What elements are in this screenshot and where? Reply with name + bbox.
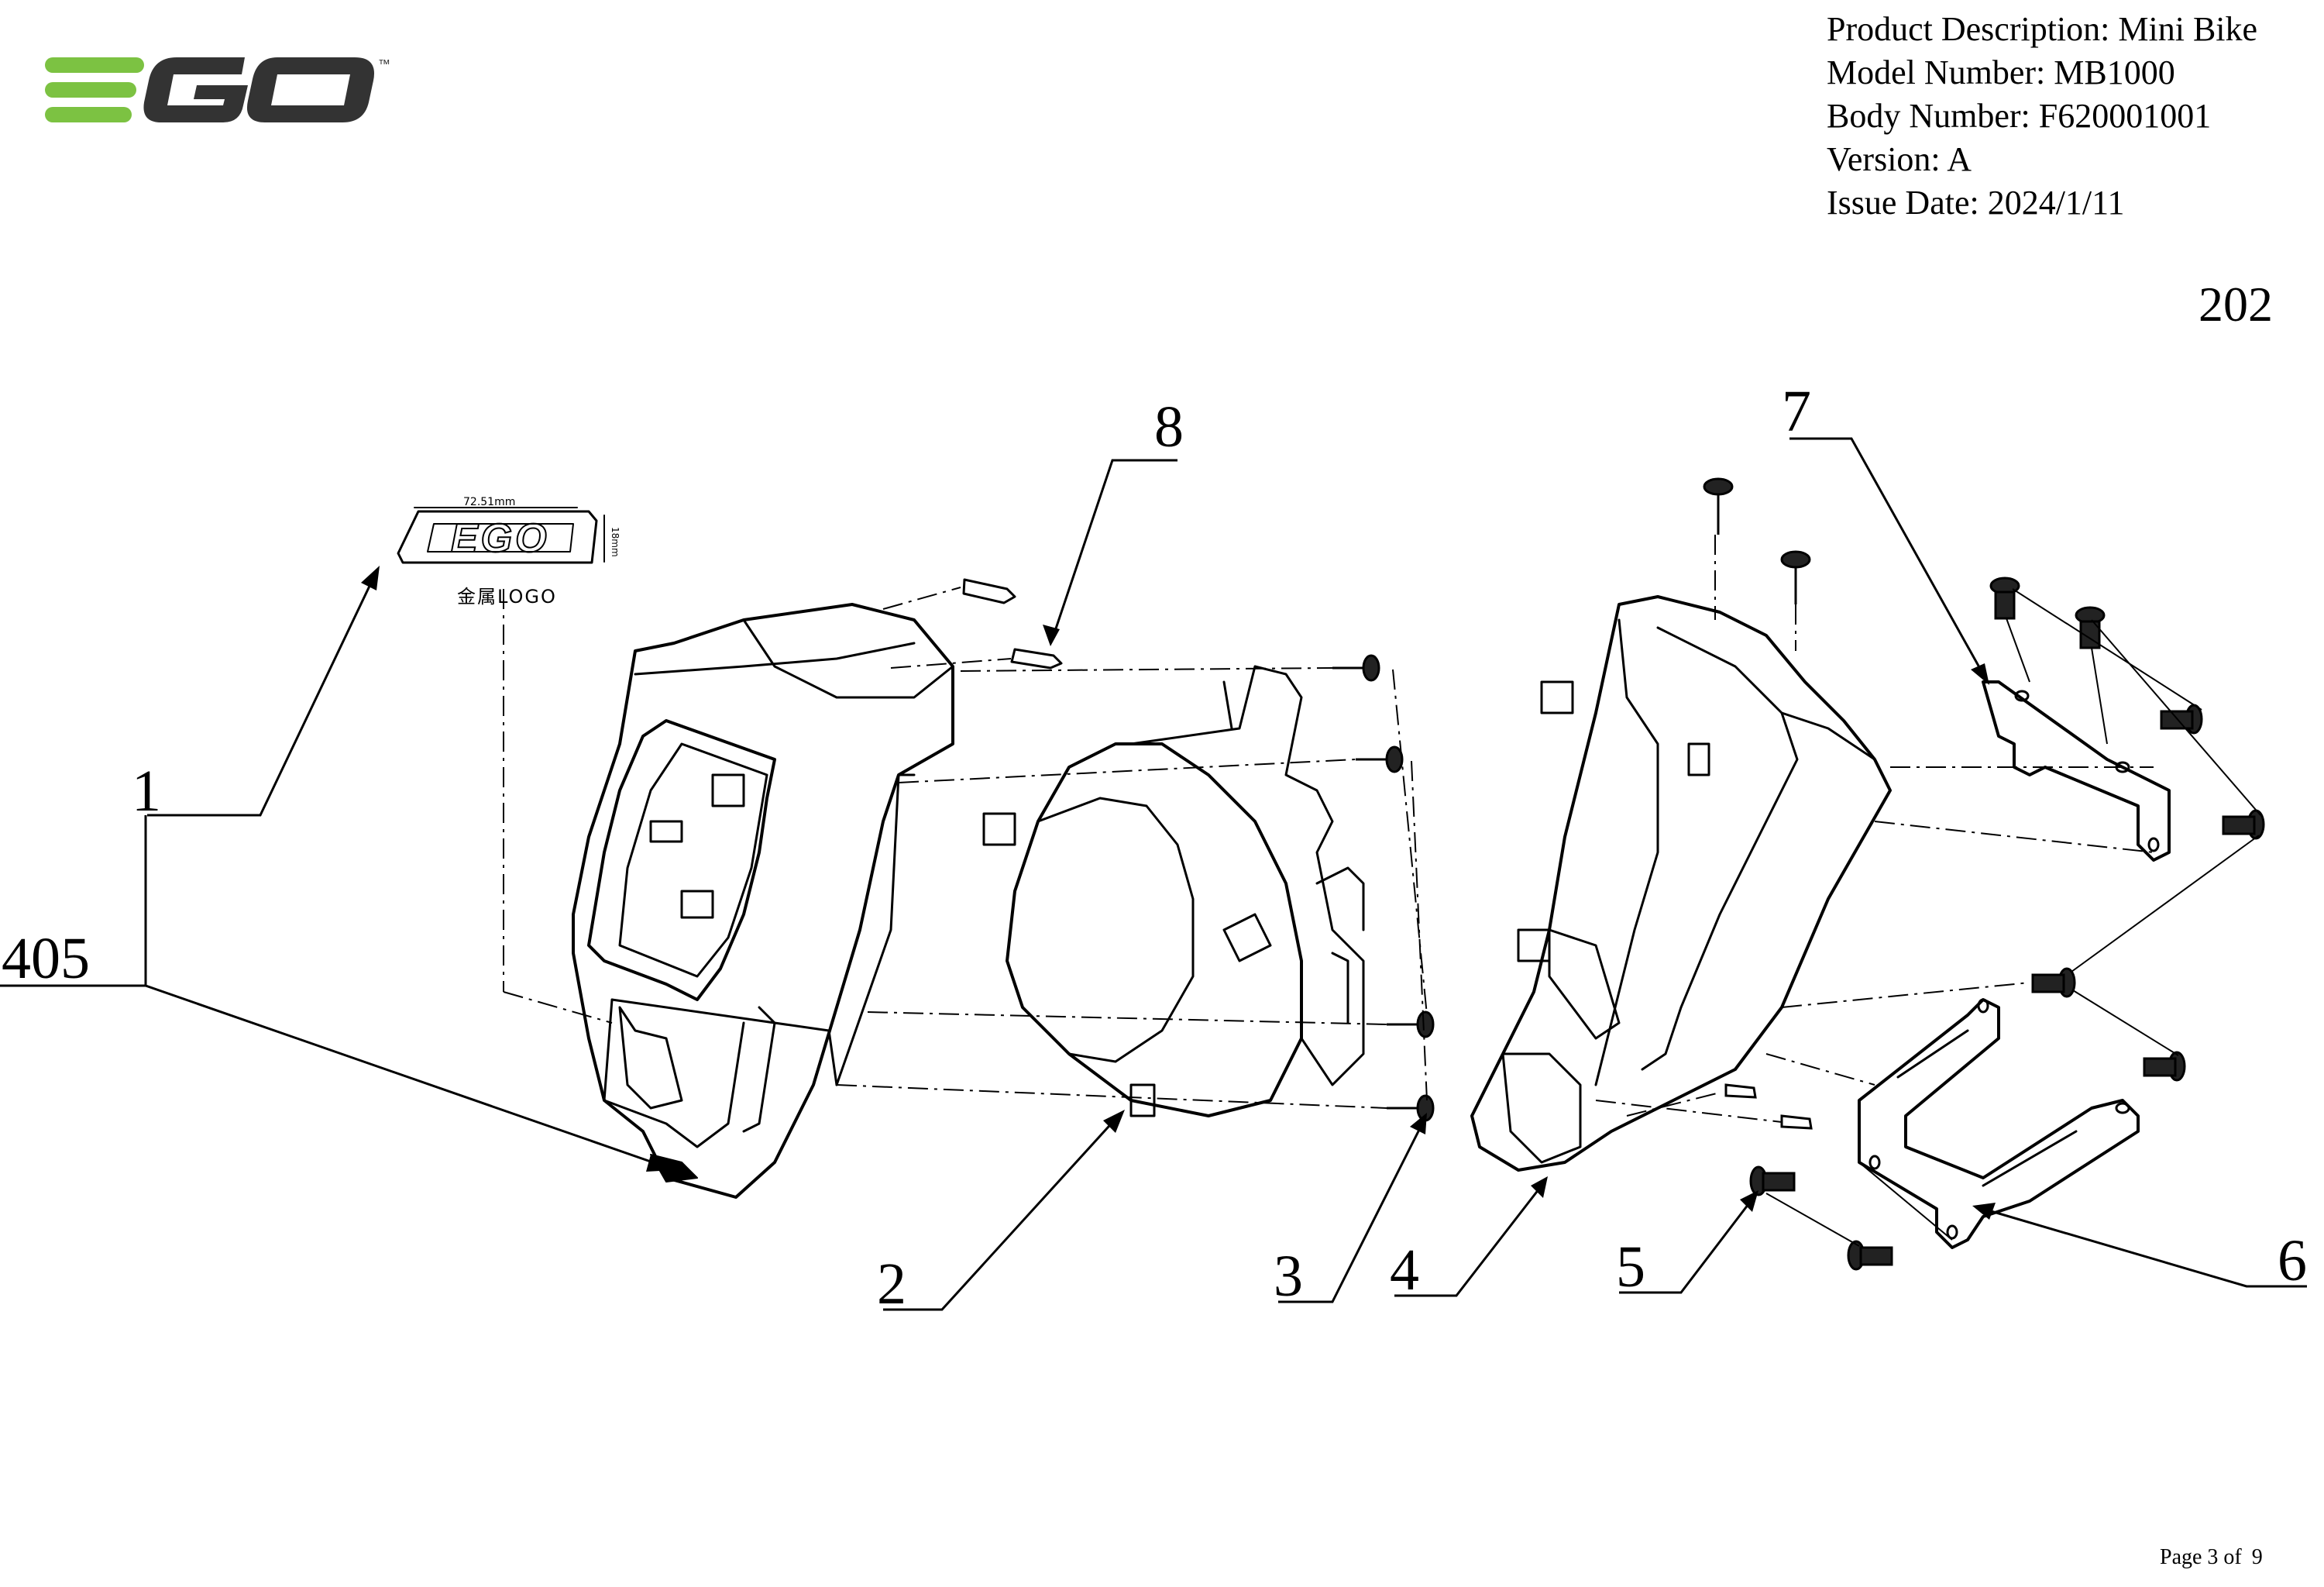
callout-6: 6: [2278, 1228, 2307, 1293]
alignment-lines: [503, 535, 2154, 1123]
screw-3c: [1387, 1010, 1435, 1038]
part-7-top-bracket: [1982, 680, 2171, 862]
leader-2: [883, 1117, 1117, 1311]
logo-e-bar-bot: [45, 107, 132, 122]
part-4-rear-housing: [1470, 595, 1892, 1172]
screw-6b: [2143, 1051, 2186, 1082]
arrowhead-3: [1410, 1113, 1427, 1134]
callout-405: 405: [2, 926, 90, 991]
arrowhead-8: [1043, 625, 1060, 646]
arrowhead-5: [1740, 1190, 1758, 1212]
callout-2: 2: [877, 1251, 906, 1317]
callout-8: 8: [1154, 394, 1184, 460]
screw-3b: [1356, 745, 1404, 773]
page-code: 202: [2199, 277, 2273, 332]
arrowhead-7: [1971, 663, 1989, 685]
leader-7: [1789, 437, 1985, 675]
leader-405: [0, 984, 667, 1169]
leader-6: [1982, 1207, 2307, 1288]
callout-7: 7: [1782, 379, 1811, 444]
screw-7a: [1989, 577, 2020, 620]
screws: [1332, 477, 2265, 1271]
leader-5: [1619, 1200, 1752, 1294]
body-number: Body Number: F620001001: [1827, 97, 2212, 135]
screw-6a: [2031, 967, 2076, 998]
screw-4a: [1703, 477, 1734, 535]
screw-7b: [2075, 606, 2106, 649]
leader-4: [1394, 1185, 1543, 1297]
part-1-front-cover: [572, 603, 954, 1199]
metal-logo-emblem: [397, 507, 605, 564]
emblem-height-dimension: 18mm: [610, 527, 621, 557]
issue-date: Issue Date: 2024/1/11: [1827, 184, 2125, 222]
callout-1: 1: [132, 759, 161, 824]
logo-o-letter: [246, 57, 374, 122]
callout-3: 3: [1274, 1244, 1303, 1309]
leader-3: [1278, 1123, 1424, 1303]
part-2-lamp-assembly: [982, 665, 1365, 1117]
screw-7c: [2160, 704, 2203, 735]
arrowhead-4: [1531, 1176, 1548, 1198]
page-number: Page 3 of 9: [2160, 1545, 2267, 1570]
arrowhead-6: [1972, 1203, 1996, 1220]
emblem-width-dimension: 72.51mm: [463, 496, 515, 508]
leader-1: [147, 580, 373, 817]
emblem-logo-text: EGO: [451, 516, 550, 561]
screw-3d: [1387, 1094, 1435, 1122]
part-8-pins: [962, 578, 1063, 670]
logo-e-bar-mid: [45, 82, 136, 98]
screw-5b: [1847, 1240, 1893, 1271]
model-number: Model Number: MB1000: [1827, 53, 2175, 91]
screw-5a: [1749, 1165, 1796, 1196]
part-6-bottom-bracket: [1858, 998, 2140, 1249]
leader-arrowheads: [361, 566, 1996, 1220]
leader-lines: [0, 437, 2307, 1311]
logo-e-bar-top: [45, 57, 144, 73]
ego-logo: ™: [45, 57, 390, 122]
callout-4: 4: [1390, 1238, 1419, 1303]
version: Version: A: [1827, 140, 1972, 178]
screw-3a: [1332, 654, 1380, 682]
header-info: Product Description: Mini Bike Model Num…: [1827, 8, 2257, 225]
screw-4b: [1780, 550, 1811, 604]
arrowhead-1: [361, 566, 380, 590]
arrowhead-405: [646, 1155, 674, 1172]
screw-7d: [2222, 809, 2265, 840]
logo-g-letter: [143, 57, 248, 122]
emblem-label: 金属LOGO: [457, 586, 557, 608]
arrowhead-2: [1103, 1110, 1125, 1133]
page-number-total: 9: [2251, 1545, 2263, 1569]
trademark-mark: ™: [378, 58, 390, 71]
callout-5: 5: [1616, 1234, 1645, 1300]
leader-8: [1052, 459, 1177, 636]
fastener-b: [1780, 1114, 1813, 1130]
page-number-label: Page 3 of: [2160, 1545, 2242, 1569]
fastener-a: [1724, 1083, 1757, 1099]
fastener-lines: [1765, 588, 2261, 1247]
product-description: Product Description: Mini Bike: [1827, 10, 2258, 48]
